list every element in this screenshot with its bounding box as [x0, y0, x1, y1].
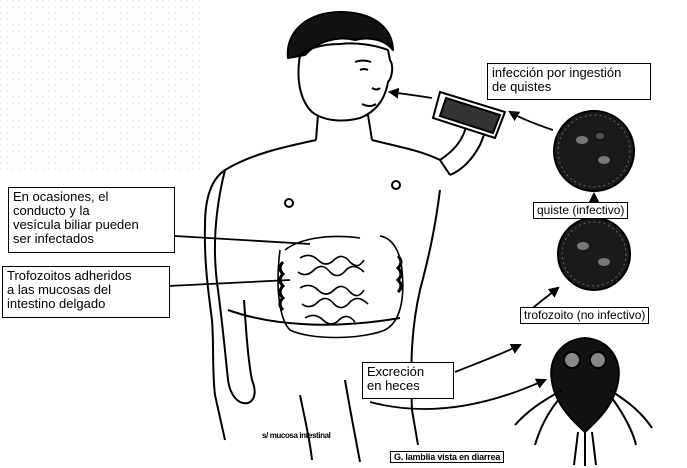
intestines [278, 236, 403, 338]
pointer-gallbladder [175, 236, 310, 244]
label-trophozoite-noninfective: trofozoito (no infectivo) [520, 307, 649, 324]
caption-g-lamblia: G. lamblia vista en diarrea [390, 451, 504, 463]
trophozoite-drawing [515, 338, 652, 466]
label-trophozoites-attached: Trofozoitos adheridos a las mucosas del … [2, 266, 170, 318]
arrow-excretion-to-trophozoite [455, 345, 520, 372]
arrow-glass-to-mouth [390, 92, 432, 98]
pointer-trophozoites [168, 280, 290, 286]
label-excretion: Excreción en heces [362, 362, 454, 399]
head [299, 43, 393, 120]
left-arm [215, 170, 255, 403]
label-cyst-infective: quiste (infectivo) [533, 202, 628, 219]
cyst-bottom [558, 218, 630, 290]
label-ingestion: infección por ingestión de quistes [487, 63, 651, 100]
label-gallbladder: En ocasiones, el conducto y la vesícula … [8, 187, 175, 253]
speckle-texture [0, 0, 200, 170]
cyst-top [554, 111, 634, 191]
arrow-cyst-to-mouth [510, 112, 553, 130]
torso [205, 140, 450, 445]
abdomen-caption: s/ mucosa intestinal [262, 431, 331, 440]
